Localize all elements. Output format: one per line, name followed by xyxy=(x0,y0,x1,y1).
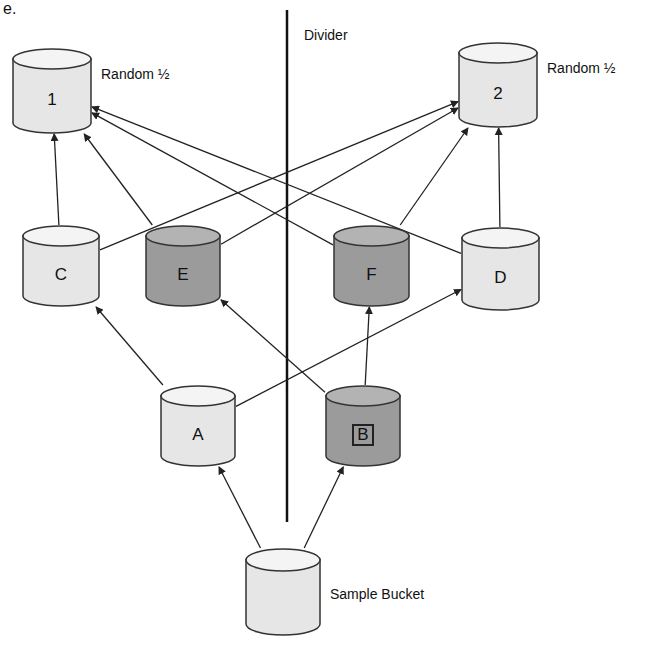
node-letter: 1 xyxy=(45,91,58,110)
cylinder-node: C xyxy=(22,225,100,307)
cylinder-node: Sample Bucket xyxy=(245,548,321,636)
flow-arrow xyxy=(92,107,461,253)
flow-arrow xyxy=(400,128,468,225)
flow-arrow xyxy=(221,108,458,244)
cylinder-node: A xyxy=(160,385,236,467)
side-label: Random ½ xyxy=(546,60,616,76)
flow-arrow xyxy=(84,134,152,225)
node-letter: A xyxy=(190,426,205,445)
cylinder-node: 2Random ½ xyxy=(458,42,538,128)
flow-arrow xyxy=(365,307,369,385)
node-letter: C xyxy=(53,266,69,285)
flow-arrow xyxy=(221,300,325,392)
flow-arrow xyxy=(54,134,59,225)
flow-arrow xyxy=(304,467,343,548)
cylinder-node: D xyxy=(461,227,540,311)
flow-arrow xyxy=(219,467,261,548)
flow-arrow xyxy=(499,128,500,227)
cylinder-node: F xyxy=(333,225,410,307)
cylinder-node: E xyxy=(145,225,221,307)
cylinder-node: B xyxy=(325,385,401,467)
flow-arrow xyxy=(96,307,163,385)
fragment-text: e. xyxy=(3,0,16,18)
node-letter: E xyxy=(175,266,190,285)
flow-arrow xyxy=(92,113,333,245)
divider-line xyxy=(286,10,289,522)
node-letter: F xyxy=(364,266,378,285)
side-label: Sample Bucket xyxy=(329,586,425,602)
cylinder-node: 1Random ½ xyxy=(12,48,92,134)
node-letter: B xyxy=(352,424,373,447)
side-label: Random ½ xyxy=(100,66,170,82)
flow-arrow xyxy=(100,102,458,250)
cylinder-shape xyxy=(245,548,321,636)
divider-label: Divider xyxy=(304,27,348,43)
node-letter: D xyxy=(492,269,508,288)
node-letter: 2 xyxy=(491,85,504,104)
flow-arrow xyxy=(236,290,461,407)
